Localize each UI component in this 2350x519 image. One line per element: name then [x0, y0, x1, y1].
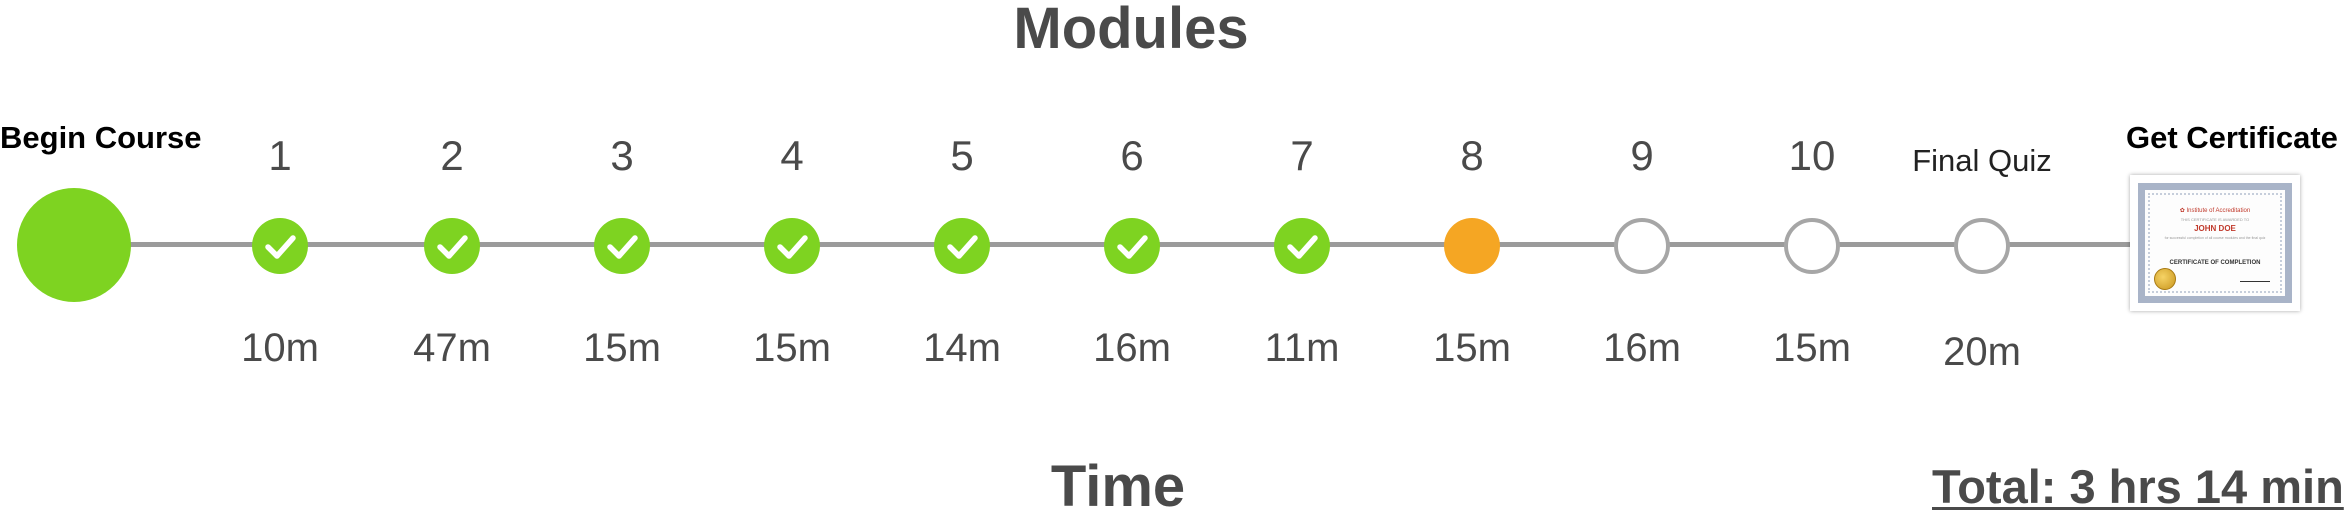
checkmark-icon: [1117, 235, 1148, 259]
certificate-org: ✿ Institute of Accreditation: [2179, 208, 2251, 214]
certificate-thumbnail[interactable]: ✿ Institute of Accreditation THIS CERTIF…: [2130, 175, 2300, 311]
module-node-done[interactable]: [934, 218, 990, 274]
module-number: 1: [268, 132, 292, 179]
certificate-name: JOHN DOE: [2194, 224, 2236, 233]
modules-heading: Modules: [1013, 0, 1249, 61]
module-number: 7: [1290, 132, 1314, 179]
total-time: Total: 3 hrs 14 min: [1932, 460, 2344, 513]
module-number: 2: [440, 132, 464, 179]
checkmark-icon: [947, 235, 978, 259]
module-node-done[interactable]: [594, 218, 650, 274]
module-duration: 16m: [1603, 326, 1681, 370]
certificate-signature: [2240, 273, 2270, 282]
checkmark-icon: [1287, 235, 1318, 259]
final-quiz-label: Final Quiz: [1912, 143, 2052, 178]
module-duration: 16m: [1093, 326, 1171, 370]
begin-course-circle[interactable]: [17, 188, 131, 302]
checkmark-icon: [607, 235, 638, 259]
module-node-todo[interactable]: [1614, 218, 1670, 274]
final-quiz-node[interactable]: [1954, 218, 2010, 274]
checkmark-icon: [437, 235, 468, 259]
module-duration: 47m: [413, 326, 491, 370]
module-node-done[interactable]: [764, 218, 820, 274]
module-duration: 14m: [923, 326, 1001, 370]
checkmark-icon: [265, 235, 296, 259]
module-node-done[interactable]: [424, 218, 480, 274]
module-duration: 15m: [1773, 326, 1851, 370]
module-node-done[interactable]: [1274, 218, 1330, 274]
certificate-seal-icon: [2154, 268, 2176, 290]
module-number: 5: [950, 132, 974, 179]
module-duration: 15m: [753, 326, 831, 370]
module-number: 10: [1788, 132, 1836, 179]
module-number: 6: [1120, 132, 1144, 179]
module-duration: 10m: [241, 326, 319, 370]
module-number: 8: [1460, 132, 1484, 179]
module-duration: 15m: [1433, 326, 1511, 370]
module-node-current[interactable]: [1444, 218, 1500, 274]
module-duration: 15m: [583, 326, 661, 370]
module-duration: 20m: [1943, 330, 2021, 374]
begin-course-label: Begin Course: [0, 120, 202, 155]
time-heading: Time: [1050, 454, 1186, 519]
module-number: 9: [1630, 132, 1654, 179]
module-number: 4: [780, 132, 804, 179]
module-node-done[interactable]: [252, 218, 308, 274]
certificate-awarded-line: THIS CERTIFICATE IS AWARDED TO: [2180, 217, 2250, 222]
checkmark-icon: [777, 235, 808, 259]
module-node-done[interactable]: [1104, 218, 1160, 274]
get-certificate-label: Get Certificate: [2126, 120, 2338, 155]
certificate-title: CERTIFICATE OF COMPLETION: [2169, 260, 2261, 266]
module-number: 3: [610, 132, 634, 179]
module-duration: 11m: [1264, 326, 1340, 370]
module-node-todo[interactable]: [1784, 218, 1840, 274]
certificate-text: for successful completion of all course …: [2164, 236, 2266, 240]
